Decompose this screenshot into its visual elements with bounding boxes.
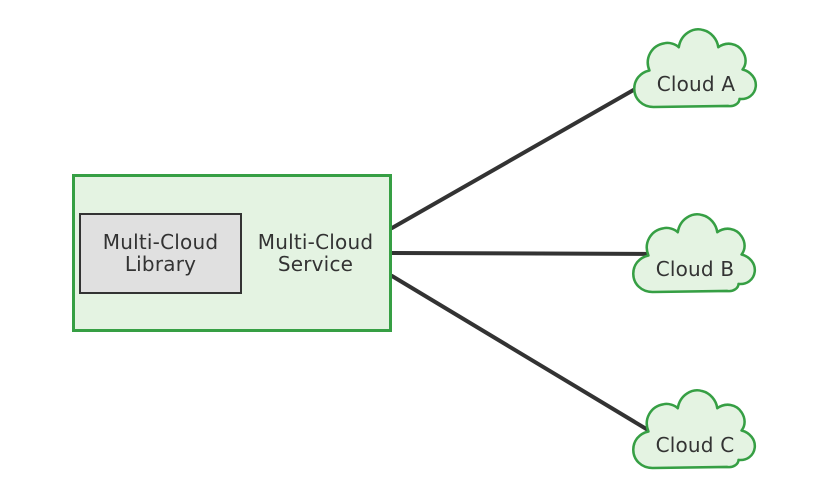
connector-service-to-cloud-c — [390, 274, 660, 438]
multi-cloud-service-label: Multi-Cloud Service — [257, 230, 374, 276]
cloud-b-node: Cloud B — [630, 212, 760, 295]
cloud-icon — [631, 213, 757, 294]
cloud-icon — [632, 28, 758, 109]
cloud-c-node: Cloud C — [630, 388, 760, 471]
multi-cloud-library-node: Multi-Cloud Library — [79, 212, 242, 294]
cloud-c-outline — [631, 389, 757, 470]
cloud-a-outline — [632, 28, 758, 109]
cloud-c-label: Cloud C — [655, 433, 735, 457]
cloud-a-node: Cloud A — [631, 27, 761, 110]
cloud-b-outline — [631, 213, 757, 294]
connector-service-to-cloud-b — [390, 251, 674, 256]
multi-cloud-library-label: Multi-Cloud Library — [102, 230, 219, 276]
connector-service-to-cloud-a — [390, 74, 660, 230]
cloud-icon — [631, 389, 757, 470]
cloud-a-label: Cloud A — [656, 72, 736, 96]
cloud-b-label: Cloud B — [655, 257, 735, 281]
multi-cloud-service-node: Multi-Cloud Library Multi-Cloud Service — [72, 174, 392, 332]
